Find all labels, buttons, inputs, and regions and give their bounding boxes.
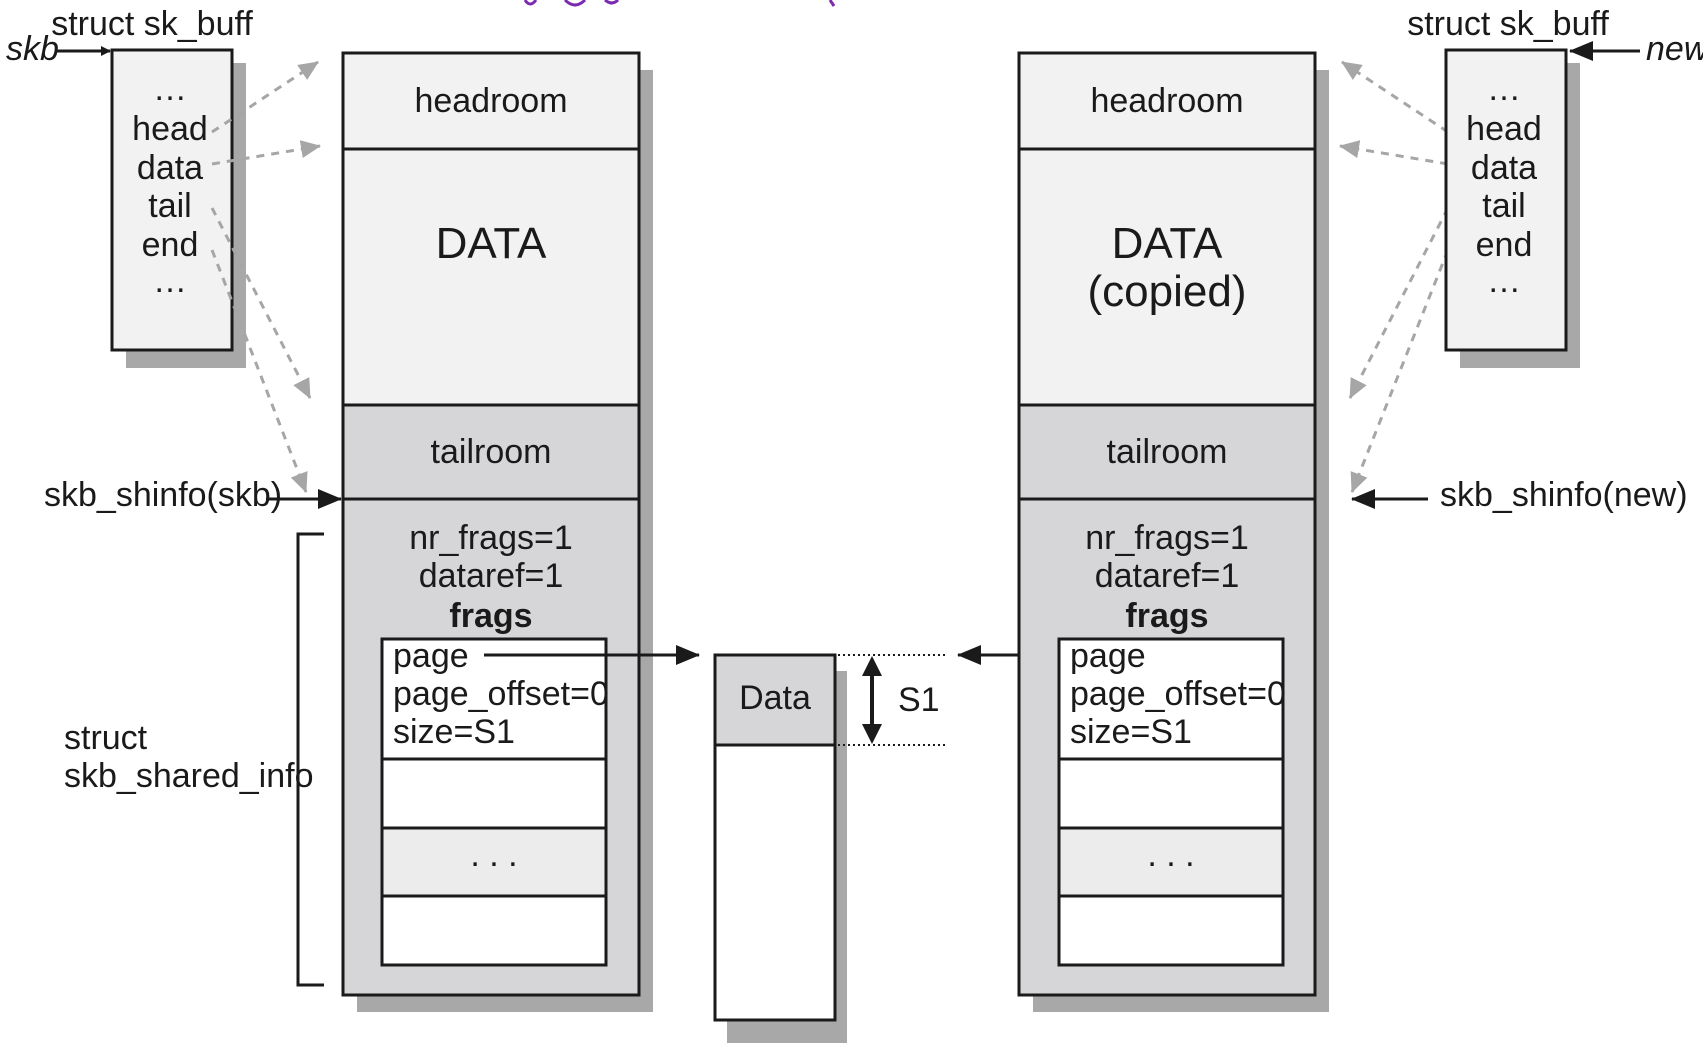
new-pointer-label: new [1646, 30, 1703, 68]
left-sk-buff-struct: struct sk_buff skb … head data tail end … [6, 5, 253, 368]
left-tailroom-label: tailroom [431, 433, 552, 471]
right-tailroom-label: tailroom [1107, 433, 1228, 471]
right-dataref-label: dataref=1 [1095, 557, 1240, 595]
tail-pointer-arrow [210, 207, 312, 399]
data-pointer-arrow [211, 140, 321, 166]
left-frag-page: page [393, 637, 469, 675]
right-data-label-line1: DATA [1112, 219, 1223, 268]
left-field-head: head [132, 110, 208, 148]
right-frags-array [1057, 637, 1285, 967]
head-pointer-arrow [211, 60, 319, 134]
right-data-label-line2: (copied) [1088, 267, 1247, 316]
shinfo-right-label: skb_shinfo(new) [1440, 476, 1688, 514]
right-frag-page: page [1070, 637, 1146, 675]
skb-pointer-label: skb [6, 30, 59, 68]
left-frag-dots: . . . [470, 836, 517, 874]
right-frag-dots: . . . [1147, 836, 1194, 874]
left-field-data: data [137, 149, 203, 187]
new-head-pointer-arrow [1341, 60, 1449, 134]
end-pointer-arrow [210, 249, 308, 493]
left-nr-frags-label: nr_frags=1 [409, 519, 573, 557]
right-nr-frags-label: nr_frags=1 [1085, 519, 1249, 557]
page-data-label: Data [739, 679, 811, 717]
left-dataref-label: dataref=1 [419, 557, 564, 595]
new-tail-pointer-arrow [1348, 207, 1450, 399]
left-pointer-arrows [210, 60, 321, 493]
right-headroom-label: headroom [1090, 82, 1243, 120]
right-field-tail: tail [1482, 187, 1525, 225]
left-struct-title: struct sk_buff [51, 5, 253, 43]
left-frags-label: frags [449, 597, 532, 635]
right-struct-ellipsis-top: … [1487, 70, 1521, 108]
new-end-pointer-arrow [1350, 249, 1450, 493]
right-frag-offset: page_offset=0 [1070, 675, 1286, 713]
left-field-end: end [142, 226, 199, 264]
right-sk-buff-struct: struct sk_buff new … head data tail end … [1407, 5, 1703, 368]
right-frag-size: size=S1 [1070, 713, 1192, 751]
left-frag-offset: page_offset=0 [393, 675, 609, 713]
right-field-head: head [1466, 110, 1542, 148]
new-data-pointer-arrow [1339, 140, 1449, 166]
right-field-end: end [1476, 226, 1533, 264]
shared-info-label-line1: struct [64, 719, 148, 757]
shared-info-bracket [296, 532, 324, 987]
shinfo-left-label: skb_shinfo(skb) [44, 476, 282, 514]
left-struct-ellipsis-bottom: … [153, 262, 187, 300]
right-struct-title: struct sk_buff [1407, 5, 1609, 43]
right-frags-label: frags [1125, 597, 1208, 635]
right-pointer-arrows [1339, 60, 1450, 493]
left-buffer: headroom DATA tailroom nr_frags=1 datare… [341, 51, 653, 1012]
page-size-label: S1 [898, 681, 940, 719]
left-data-label: DATA [436, 219, 547, 268]
top-fragment-marks [523, 0, 836, 7]
left-frags-array [380, 637, 608, 967]
right-buffer: headroom DATA (copied) tailroom nr_frags… [1017, 51, 1329, 1012]
left-frag-size: size=S1 [393, 713, 515, 751]
left-headroom-label: headroom [414, 82, 567, 120]
right-field-data: data [1471, 149, 1537, 187]
right-struct-ellipsis-bottom: … [1487, 262, 1521, 300]
left-struct-ellipsis-top: … [153, 70, 187, 108]
left-field-tail: tail [148, 187, 191, 225]
page-block: Data S1 [713, 653, 948, 1043]
shared-info-label-line2: skb_shared_info [64, 757, 314, 795]
